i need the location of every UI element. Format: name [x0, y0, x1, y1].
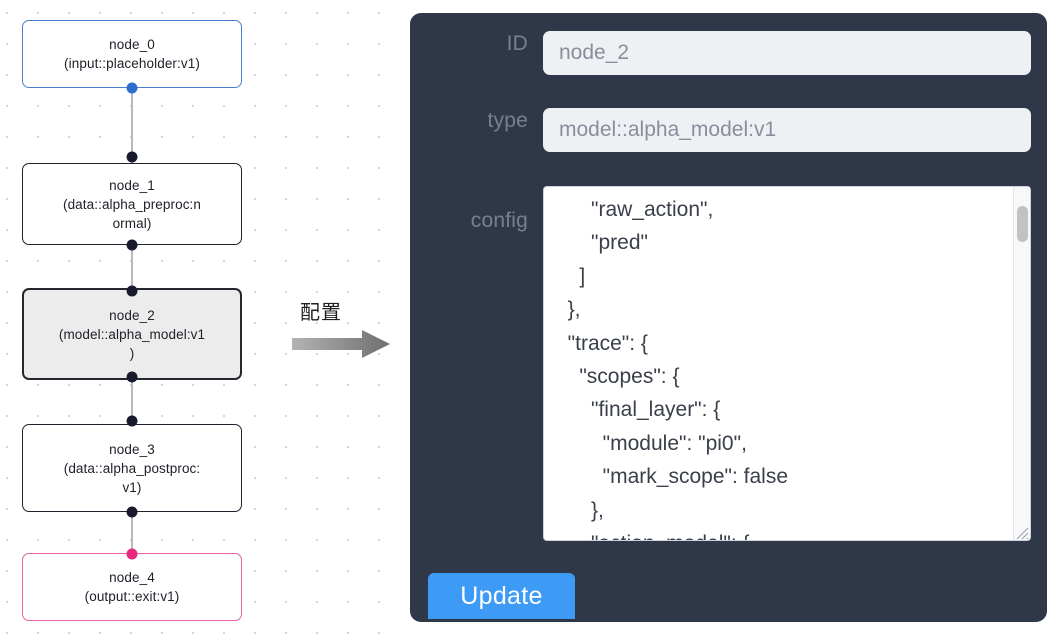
- graph-node-label: node_2 (model::alpha_model:v1 ): [58, 307, 206, 361]
- graph-node-label: node_0 (input::placeholder:v1): [64, 37, 200, 71]
- port-node_3-output[interactable]: [126, 506, 138, 518]
- edge-node1-node2: [131, 245, 133, 324]
- type-input[interactable]: [543, 108, 1031, 152]
- port-node_0-output[interactable]: [126, 82, 138, 94]
- field-row-config: config: [410, 186, 1047, 541]
- port-node_3-input[interactable]: [126, 415, 138, 427]
- config-textarea[interactable]: [543, 186, 1031, 541]
- edge-node2-node3: [131, 375, 133, 422]
- annotation-label: 配置: [300, 300, 342, 324]
- port-node_2-input[interactable]: [126, 285, 138, 297]
- port-node_1-output[interactable]: [126, 239, 138, 251]
- resize-grip-icon[interactable]: [1014, 525, 1029, 540]
- graph-node-label: node_4 (output::exit:v1): [84, 570, 180, 604]
- field-row-id: ID: [410, 31, 1047, 75]
- right-arrow-icon: [292, 330, 390, 358]
- graph-canvas[interactable]: node_0 (input::placeholder:v1) node_1 (d…: [0, 0, 400, 643]
- graph-node-node_0[interactable]: node_0 (input::placeholder:v1): [22, 20, 242, 88]
- field-row-type: type: [410, 108, 1047, 152]
- config-scrollbar[interactable]: [1013, 187, 1030, 540]
- id-field-label: ID: [506, 32, 528, 55]
- config-annotation: 配置: [286, 296, 396, 366]
- config-field-label: config: [470, 209, 528, 232]
- config-scrollbar-thumb[interactable]: [1017, 206, 1028, 242]
- edge-node0-node1: [131, 88, 133, 163]
- graph-node-label: node_1 (data::alpha_preproc:n ormal): [62, 177, 202, 231]
- id-input[interactable]: [543, 31, 1031, 75]
- graph-node-node_1[interactable]: node_1 (data::alpha_preproc:n ormal): [22, 163, 242, 245]
- graph-node-node_3[interactable]: node_3 (data::alpha_postproc: v1): [22, 424, 242, 512]
- graph-node-label: node_3 (data::alpha_postproc: v1): [63, 441, 201, 495]
- port-node_1-input[interactable]: [126, 151, 138, 163]
- port-node_4-input[interactable]: [126, 548, 138, 560]
- edge-node3-node4: [131, 512, 133, 554]
- config-textarea-wrapper: [543, 186, 1031, 541]
- graph-node-node_2[interactable]: node_2 (model::alpha_model:v1 ): [22, 288, 242, 380]
- port-node_2-output[interactable]: [126, 371, 138, 383]
- graph-node-node_4[interactable]: node_4 (output::exit:v1): [22, 553, 242, 621]
- node-config-panel: ID type config Update: [410, 13, 1047, 622]
- update-button[interactable]: Update: [428, 573, 575, 619]
- type-field-label: type: [487, 109, 528, 132]
